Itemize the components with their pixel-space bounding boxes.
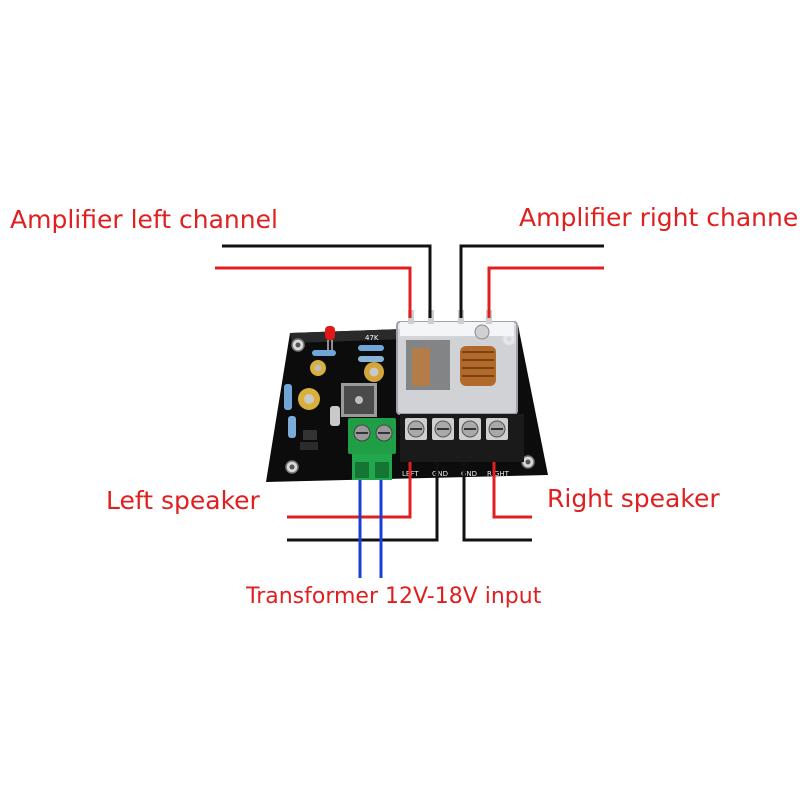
left-speaker-ground-wire: [287, 462, 439, 542]
transistors: [300, 430, 318, 450]
right-speaker-signal-wire: [492, 462, 532, 519]
transformer-input-label: Transformer 12V-18V input: [246, 584, 542, 609]
amp-right-signal-wire: [487, 266, 604, 318]
amplifier-left-channel-label: Amplifier left channel: [10, 205, 278, 234]
amplifier-right-channel-label: Amplifier right channel: [519, 203, 800, 232]
terminal-label-gnd-2: GND: [461, 470, 477, 478]
terminal-label-gnd-1: GND: [432, 470, 448, 478]
relay: [396, 321, 518, 415]
right-speaker-ground-wire: [462, 462, 532, 542]
terminal-label-right: RIGHT: [487, 470, 510, 478]
resistors: [284, 345, 384, 438]
amp-left-ground-wire: [222, 244, 432, 318]
amp-left-signal-wire: [215, 266, 412, 318]
transformer-input-wires: [358, 480, 383, 578]
left-speaker-label: Left speaker: [106, 486, 260, 515]
amp-right-ground-wire: [459, 244, 604, 318]
voltage-regulator: [341, 383, 377, 417]
resistor-silkscreen-label: 47K: [365, 334, 379, 342]
speaker-terminal-block: [400, 414, 524, 462]
power-input-terminal: [348, 418, 396, 480]
left-speaker-signal-wire: [287, 462, 412, 519]
right-speaker-label: Right speaker: [547, 484, 720, 513]
electrolytic-capacitors: [298, 360, 384, 410]
